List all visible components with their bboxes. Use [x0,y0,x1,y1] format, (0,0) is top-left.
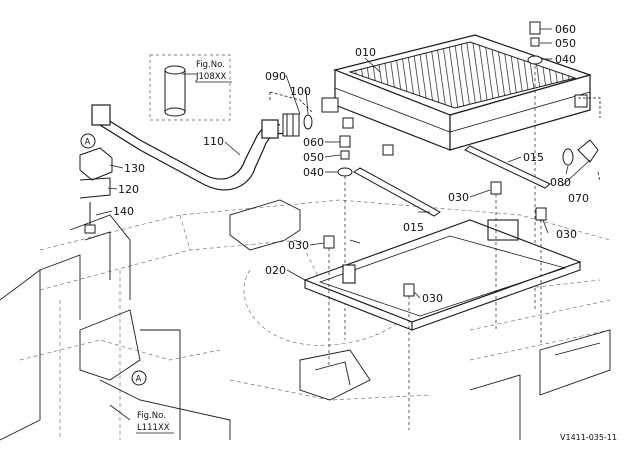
label-030-left: 030 [288,239,309,252]
leader-lines [95,28,591,421]
bolt-stack-middle [337,135,353,340]
label-050-top: 050 [555,37,576,50]
bolt-030-c [490,181,502,330]
marker-a-bottom: A [131,370,147,386]
figref-bottom: Fig.No. L111XX [136,411,174,434]
strip-015-right [464,145,551,189]
figref-bottom-line1: Fig.No. [137,411,166,421]
figref-bottom-line2: L111XX [137,423,170,433]
label-030-right: 030 [556,228,577,241]
marker-a-top: A [80,133,96,149]
bolt-030-a [323,235,335,365]
figref-top-line1: Fig.No. [196,60,225,70]
mount-bracket-020 [303,219,582,331]
bolt-140 [84,202,96,234]
label-090: 090 [265,70,286,83]
dashed-bracket-070 [578,97,601,183]
strip-015-left [353,167,441,217]
clamp-130 [79,147,113,181]
pipe-110 [91,104,286,191]
label-050-mid: 050 [303,151,324,164]
label-100: 100 [290,85,311,98]
label-130: 130 [124,162,145,175]
label-010: 010 [355,46,376,59]
marker-a-bottom-text: A [136,375,142,385]
label-030-upper: 030 [448,191,469,204]
label-015-left: 015 [403,221,424,234]
label-060-top: 060 [555,23,576,36]
marker-a-top-text: A [85,138,91,148]
drawing-code: V1411-035-11 [560,433,617,442]
figref-top: Fig.No. J108XX [195,60,232,83]
figref-top-line2: J108XX [195,72,227,82]
fitting-100 [282,113,313,137]
label-140: 140 [113,205,134,218]
oil-cooler-010 [321,34,592,156]
label-060-mid: 060 [303,136,324,149]
ref-dashed-box-top [149,54,231,121]
callout-labels: 060 050 040 010 090 100 110 130 120 140 … [113,23,589,305]
label-015-right: 015 [523,151,544,164]
ref-tube-j108 [164,65,186,117]
label-080: 080 [550,176,571,189]
label-120: 120 [118,183,139,196]
label-110: 110 [203,135,224,148]
bolt-030-b [403,283,415,430]
label-030-lower: 030 [422,292,443,305]
bolt-stack-top [527,21,543,310]
label-040-mid: 040 [303,166,324,179]
label-070: 070 [568,192,589,205]
label-020: 020 [265,264,286,277]
bolt-030-d [535,207,547,345]
label-040-top: 040 [555,53,576,66]
machine-frame [19,199,611,440]
clamp-bracket-120 [79,177,111,199]
dashed-bracket-090 [269,91,313,113]
elbow-fitting-070 [562,139,599,166]
